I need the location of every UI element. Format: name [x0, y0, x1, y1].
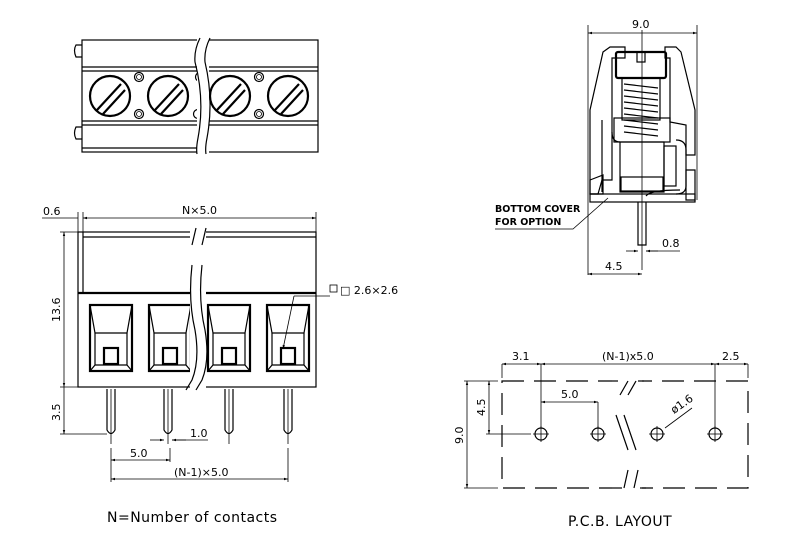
top-view	[73, 37, 319, 155]
pcb-outline	[501, 380, 749, 489]
front-view	[77, 227, 317, 444]
dim-left-margin: 3.1	[512, 350, 530, 363]
latch-tab	[73, 126, 82, 140]
dim-pin-width: 1.0	[190, 427, 208, 440]
break-line	[194, 37, 202, 155]
bottom-cover-note-line2: FOR OPTION	[495, 217, 561, 228]
bottom-cover-note-line1: BOTTOM COVER	[495, 204, 581, 215]
screw-head	[146, 74, 190, 118]
pin	[224, 389, 234, 444]
pin	[163, 389, 173, 444]
break-line	[195, 227, 208, 391]
wire-entry	[88, 303, 134, 373]
wire-entry	[147, 303, 193, 373]
pin	[283, 389, 293, 444]
latch-tab	[73, 44, 82, 58]
dim-pcb-pitch: 5.0	[561, 388, 579, 401]
dim-height: 13.6	[50, 298, 63, 323]
small-hole	[253, 71, 265, 83]
leader-line	[495, 197, 609, 230]
pcb-dimensions: 3.1 (N-1)x5.0 2.5 5.0 ø1.6 9.0 4.5 P.C.B…	[453, 350, 749, 530]
pcb-layout-caption: P.C.B. LAYOUT	[568, 514, 672, 530]
front-view-dimensions: 0.6 N×5.0 13.6 3.5 □ 2.6×2.6 1.0 5.0 (N-…	[42, 204, 398, 526]
wire-entry	[265, 303, 311, 373]
dim-offset: 0.6	[43, 205, 61, 218]
pcb-hole	[590, 426, 606, 442]
dim-pitch: 5.0	[130, 447, 148, 460]
break-line	[185, 227, 198, 391]
small-hole	[253, 108, 265, 120]
dim-pin-thickness: 0.8	[662, 237, 680, 250]
dim-pin-offset: 4.5	[605, 260, 623, 273]
screw-head	[88, 74, 132, 118]
side-view-dimensions: 9.0 4.5 0.8 BOTTOM COVER FOR OPTION	[495, 18, 698, 276]
screw-head	[208, 74, 252, 118]
dim-pin-length: 3.5	[50, 404, 63, 422]
dim-pcb-span: (N-1)x5.0	[602, 350, 654, 363]
small-hole	[133, 108, 145, 120]
screw-thread	[623, 83, 659, 119]
dim-span: (N-1)×5.0	[174, 466, 229, 479]
pcb-hole	[707, 426, 723, 442]
contacts-caption: N=Number of contacts	[107, 510, 278, 526]
dim-depth: 9.0	[632, 18, 650, 31]
bottom-cover	[589, 193, 696, 203]
pcb-layout	[501, 376, 749, 494]
screw-head	[614, 50, 668, 80]
wire-entry	[206, 303, 252, 373]
dim-right-margin: 2.5	[722, 350, 740, 363]
housing-section-left	[589, 46, 626, 195]
dim-overall-width: N×5.0	[182, 204, 217, 217]
small-hole	[133, 71, 145, 83]
dim-wire-entry: □ 2.6×2.6	[340, 284, 398, 297]
dim-pcb-depth: 9.0	[453, 427, 466, 445]
pin	[106, 389, 116, 444]
pcb-hole	[649, 426, 665, 442]
pcb-hole	[533, 426, 549, 442]
break-line	[623, 469, 639, 489]
dim-hole-offset: 4.5	[475, 399, 488, 417]
break-line	[615, 414, 637, 451]
side-view	[589, 30, 696, 270]
dim-hole-diameter: ø1.6	[668, 392, 695, 417]
break-line	[619, 380, 637, 396]
screw-head	[266, 74, 310, 118]
break-line	[204, 37, 211, 155]
leader-line	[664, 407, 693, 429]
